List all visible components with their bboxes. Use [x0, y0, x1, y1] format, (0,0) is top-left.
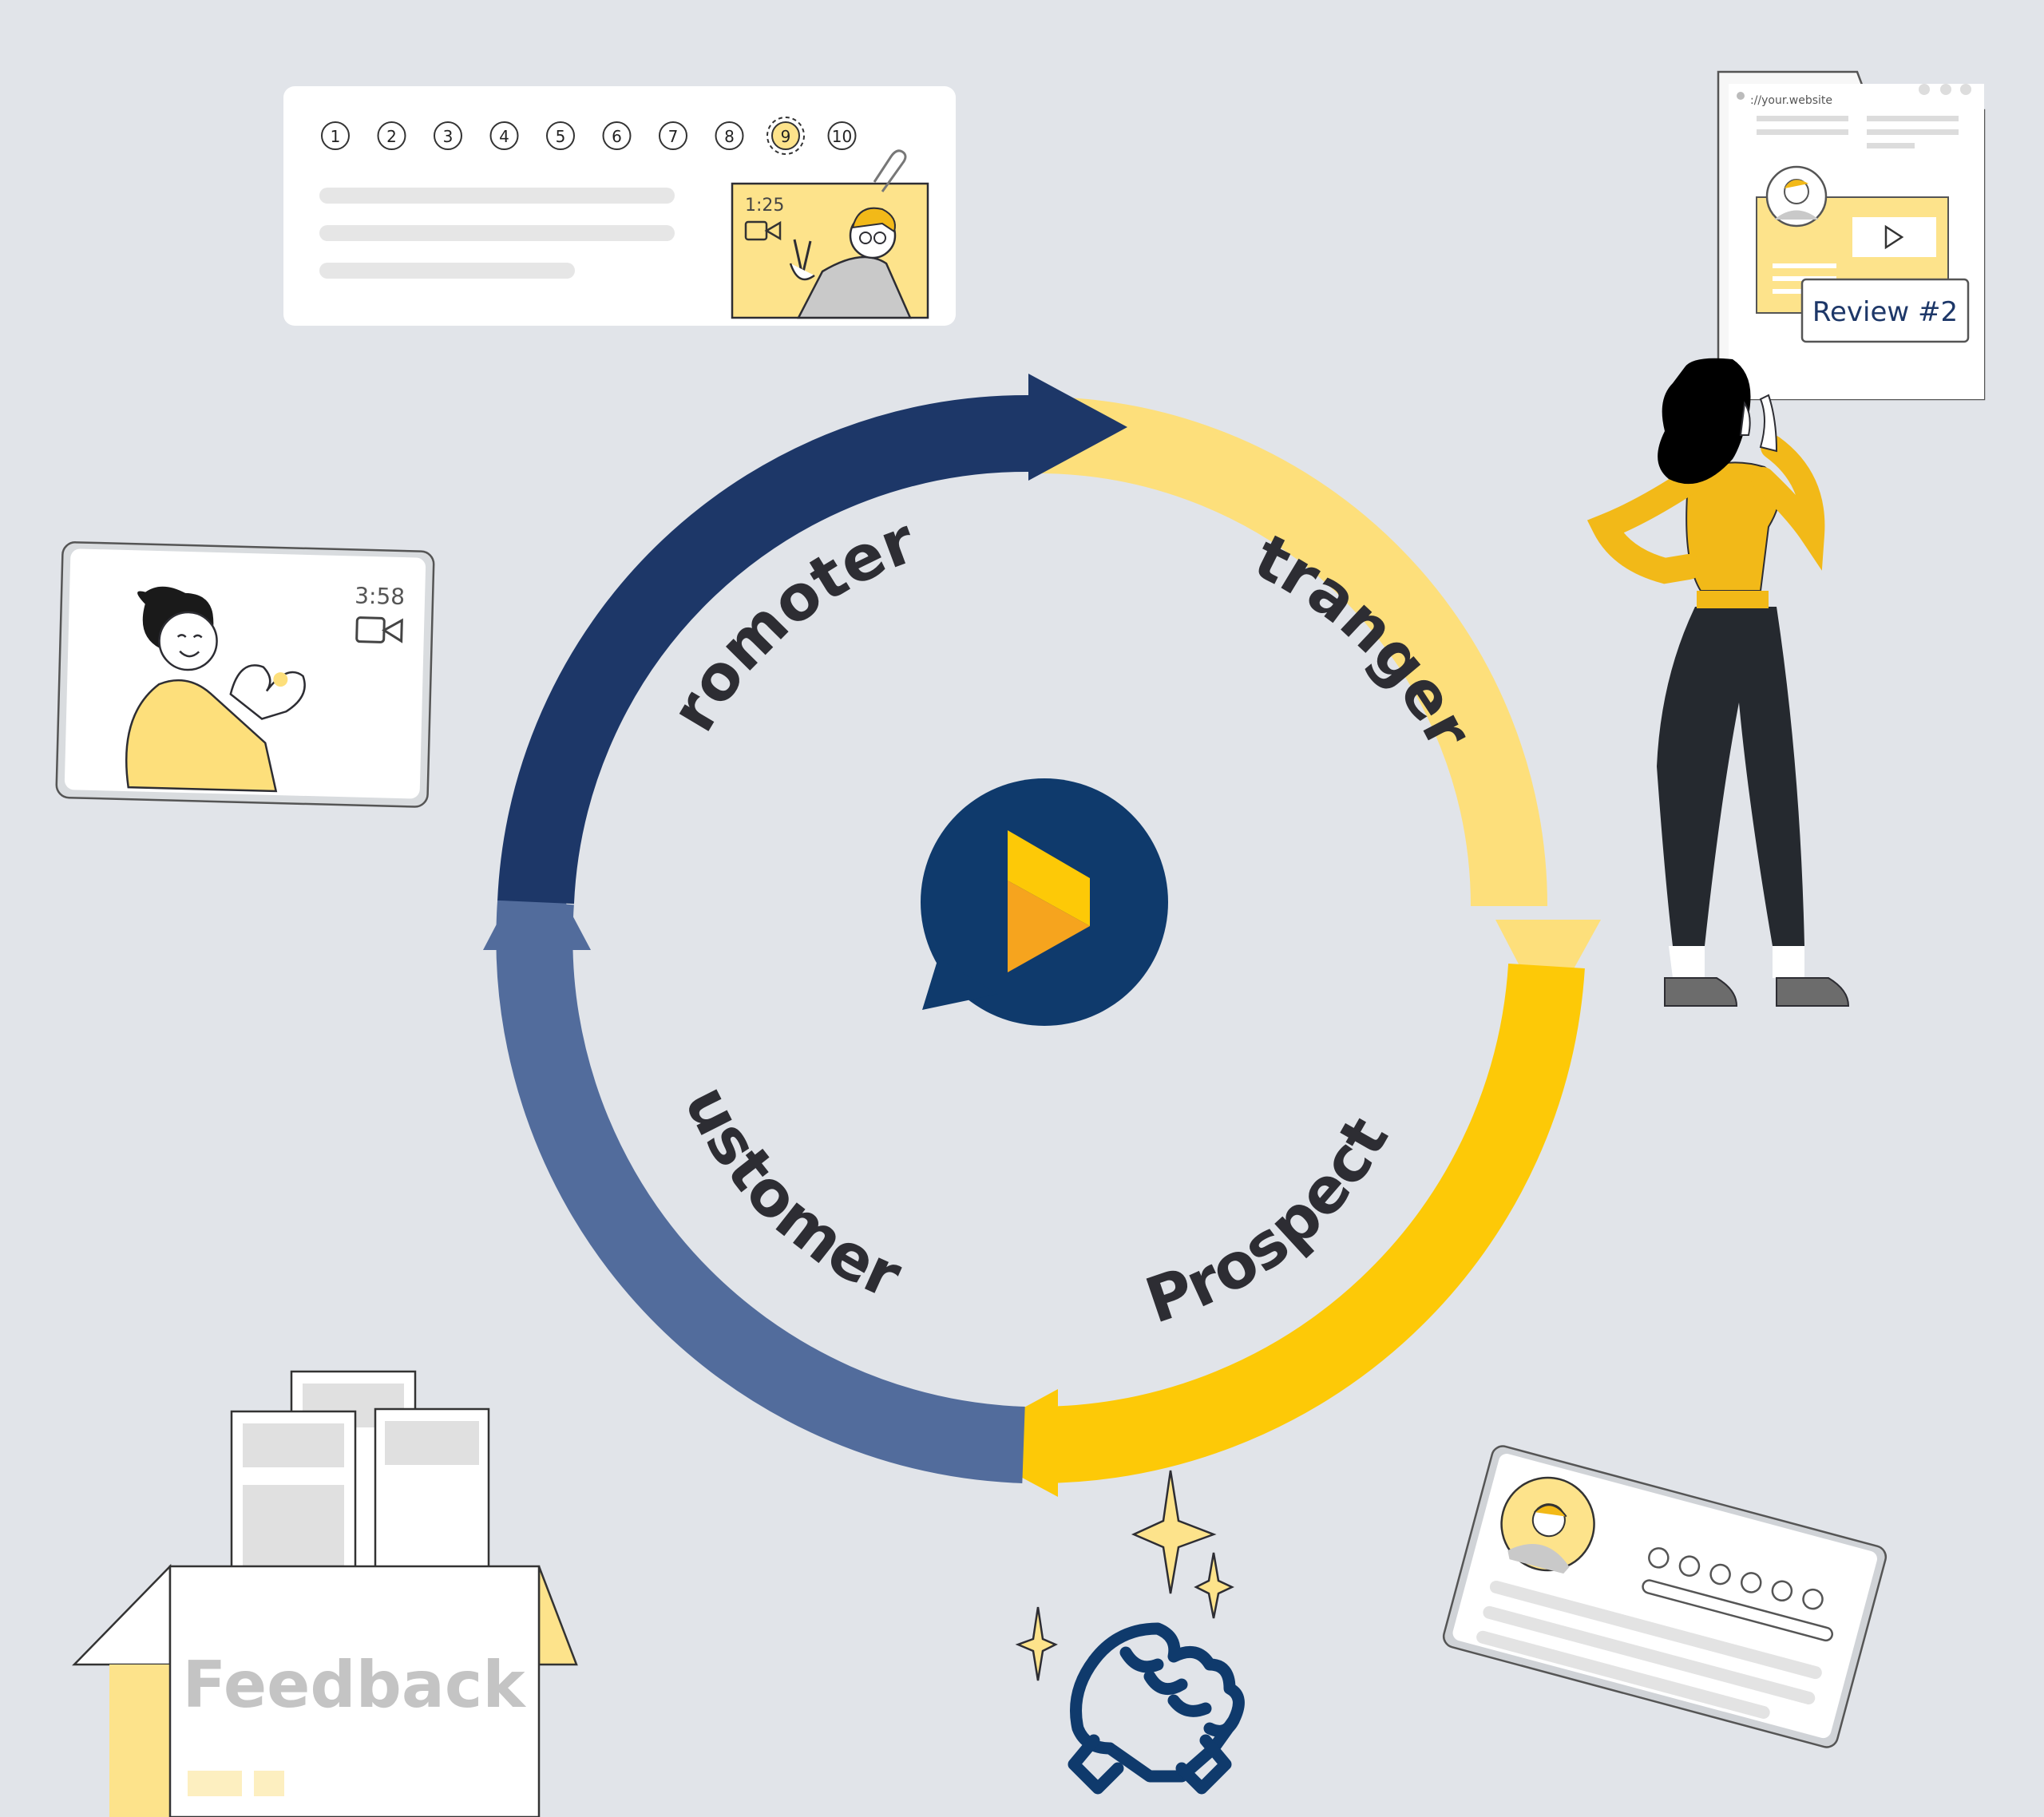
video-testimonial-card[interactable]: 3:58: [55, 541, 435, 808]
avatar-icon: [1765, 165, 1828, 228]
paperclip-icon: [873, 149, 907, 192]
review-label: Review #2: [1812, 296, 1958, 328]
review-card: [1442, 1445, 1888, 1748]
rating-dot[interactable]: [1647, 1546, 1670, 1570]
person-heart-hands: [125, 586, 306, 793]
arc-prospects: [1037, 963, 1585, 1483]
video-thumbnail[interactable]: 1:25: [731, 149, 929, 319]
scale-option-9[interactable]: 9: [766, 117, 805, 155]
feedback-label: Feedback: [182, 1648, 526, 1722]
scale-number: 10: [832, 127, 852, 146]
video-time: 1:25: [745, 196, 784, 216]
scale-option-4[interactable]: 4: [489, 121, 519, 150]
scale-option-1[interactable]: 1: [321, 121, 350, 150]
text-line: [319, 188, 675, 204]
video-camera-icon: [744, 220, 782, 241]
scale-option-2[interactable]: 2: [377, 121, 406, 150]
scale-option-8[interactable]: 8: [715, 121, 744, 150]
arrowhead-promoters: [1028, 374, 1127, 481]
scale-number: 1: [331, 127, 341, 146]
arc-strangers: [1037, 397, 1547, 907]
feedback-box: Feedback: [72, 1370, 578, 1817]
text-line: [319, 225, 675, 241]
handshake-icon: [1068, 1622, 1245, 1795]
scale-option-6[interactable]: 6: [602, 121, 632, 150]
text-line: [1483, 1605, 1816, 1704]
website-url: ://your.website: [1750, 94, 1832, 107]
video-time: 3:58: [355, 582, 406, 610]
review-tag[interactable]: Review #2: [1800, 278, 1970, 343]
arc-promoters: [497, 394, 1032, 905]
scale-number: 4: [499, 127, 509, 146]
rating-dot[interactable]: [1678, 1554, 1701, 1578]
person-peace-sign: [789, 207, 912, 319]
scale-number: 8: [724, 127, 735, 146]
woman-looking-at-website: [1586, 358, 1850, 1007]
play-icon[interactable]: [1884, 224, 1904, 250]
scale-option-5[interactable]: 5: [546, 121, 575, 150]
rating-dot[interactable]: [1740, 1571, 1763, 1594]
scale-number: 9: [781, 127, 791, 146]
survey-scale: 1 2 3 4 5 6 7 8 9 10: [321, 117, 857, 155]
scale-number: 5: [556, 127, 566, 146]
cycle-diagram: [483, 374, 1601, 1497]
survey-card: 1 2 3 4 5 6 7 8 9 10 1:25: [283, 86, 956, 326]
avatar-icon: [1500, 1476, 1595, 1574]
scale-option-3[interactable]: 3: [434, 121, 462, 150]
rating-dot[interactable]: [1801, 1587, 1824, 1610]
scale-number: 6: [612, 127, 622, 146]
rating-dot[interactable]: [1709, 1562, 1732, 1585]
text-line: [1489, 1580, 1822, 1680]
rating-dot[interactable]: [1770, 1579, 1793, 1602]
text-line: [1476, 1630, 1770, 1719]
scale-option-7[interactable]: 7: [659, 121, 687, 150]
video-camera-icon: [355, 616, 403, 643]
chat-bubble-play-logo: [921, 778, 1168, 1026]
rating-dots[interactable]: [1647, 1546, 1825, 1611]
text-line: [319, 263, 575, 279]
sparkle-icon: [1015, 1470, 1234, 1681]
scale-number: 7: [668, 127, 679, 146]
scale-option-10[interactable]: 10: [827, 121, 857, 150]
scale-number: 3: [443, 127, 454, 146]
scale-number: 2: [386, 127, 397, 146]
website-card: ://your.website Review #2: [1717, 70, 1986, 401]
arc-customers: [496, 899, 1025, 1483]
text-line: [1642, 1579, 1834, 1642]
